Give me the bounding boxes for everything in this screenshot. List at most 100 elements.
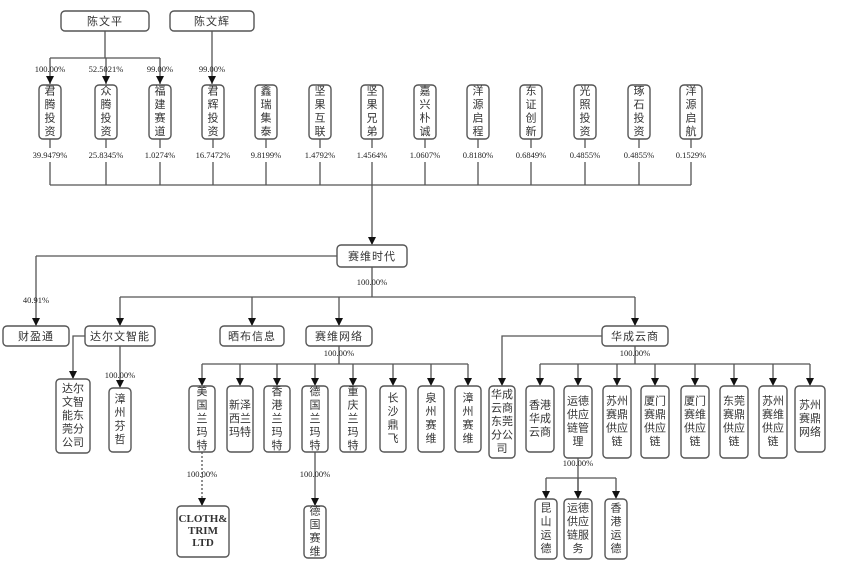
huacheng-child-box-label: 香港华成云商 <box>529 398 551 438</box>
huacheng-child-box-frame <box>758 385 788 459</box>
saiwei-network-child-box-frame <box>454 385 482 453</box>
shareholder-box[interactable]: 福建赛道 <box>148 84 172 140</box>
saiwei-network-child-box-label: 香港兰玛特 <box>272 385 283 452</box>
stake-pct-label: 1.4792% <box>305 150 335 160</box>
huacheng-child-box[interactable]: 运德供应链管理 <box>563 385 593 459</box>
arrow-head-icon <box>349 378 357 386</box>
saiwei-network-child-box[interactable]: 新泽西兰玛特 <box>226 385 254 453</box>
yunde-child-box-label: 香港运德 <box>611 502 622 556</box>
associate-caiyingtong-frame <box>2 325 70 347</box>
arrow-head-icon <box>574 491 582 499</box>
shareholder-box[interactable]: 君辉投资 <box>201 84 225 140</box>
huacheng-child-box-frame <box>525 385 555 453</box>
subsidiary-box[interactable]: 达尔文智能 <box>84 325 156 347</box>
huacheng-child-box[interactable]: 苏州赛维供应链 <box>758 385 788 459</box>
arrow-head-icon <box>631 318 639 326</box>
huacheng-child-box-label: 苏州赛鼎网络 <box>799 398 821 438</box>
shareholder-box-label: 东证创新 <box>526 85 537 139</box>
saiwei-network-child-box-frame <box>263 385 291 453</box>
shareholder-box[interactable]: 琢石投资 <box>627 84 651 140</box>
shareholder-box-label: 琢石投资 <box>634 85 645 139</box>
huacheng-child-box-frame <box>794 385 826 453</box>
connector-darwin-branch <box>72 335 85 378</box>
associate-caiyingtong[interactable]: 财盈通 <box>2 325 70 347</box>
shareholder-box[interactable]: 洋源启程 <box>466 84 490 140</box>
stake-pct-label: 9.8199% <box>251 150 281 160</box>
shareholder-box[interactable]: 君腾投资 <box>38 84 62 140</box>
arrow-head-icon <box>311 378 319 386</box>
huacheng-child-box[interactable]: 厦门赛维供应链 <box>680 385 710 459</box>
saiwei-network-child-box-label: 漳州赛维 <box>463 391 474 446</box>
huacheng-child-box-label: 厦门赛维供应链 <box>684 394 706 449</box>
saiwei-network-child-box[interactable]: 重庆兰玛特 <box>339 384 367 453</box>
shareholder-box-label: 坚果兄弟 <box>367 85 378 139</box>
holder-chen-wenhui[interactable]: 陈文辉 <box>169 10 255 32</box>
yunde-child-box-frame <box>604 498 628 560</box>
arrow-head-icon <box>613 378 621 386</box>
huacheng-child-box[interactable]: 苏州赛鼎供应链 <box>602 385 632 459</box>
shareholder-box-label: 洋源启航 <box>686 84 697 139</box>
germany-saiwei-box[interactable]: 德国赛维 <box>303 504 327 559</box>
arrow-head-icon <box>730 378 738 386</box>
saiwei-network-child-box[interactable]: 香港兰玛特 <box>263 385 291 453</box>
shareholder-box[interactable]: 鑫瑞集泰 <box>254 84 278 140</box>
arrow-head-icon <box>691 378 699 386</box>
saiwei-network-child-box-label: 重庆兰玛特 <box>348 384 359 452</box>
shareholder-box[interactable]: 洋源启航 <box>679 84 703 140</box>
saiwei-network-child-box[interactable]: 漳州赛维 <box>454 385 482 453</box>
darwin-child-pct-label: 100.00% <box>105 370 135 380</box>
huacheng-child-box[interactable]: 东莞赛鼎供应链 <box>719 385 749 459</box>
zhangzhou-fenzhe-box[interactable]: 漳州芬哲 <box>108 387 132 453</box>
shareholder-box-label: 嘉兴朴诚 <box>420 84 431 139</box>
saiwei-network-child-box[interactable]: 长沙鼎飞 <box>379 385 407 453</box>
stake-pct-label: 16.7472% <box>196 150 231 160</box>
arrow-head-icon <box>273 378 281 386</box>
huacheng-child-box[interactable]: 厦门赛鼎供应链 <box>640 385 670 459</box>
huacheng-child-box[interactable]: 香港华成云商 <box>525 385 555 453</box>
subsidiary-box[interactable]: 晒布信息 <box>219 325 285 347</box>
holder-pct-label: 99.00% <box>147 64 173 74</box>
yunde-child-box[interactable]: 昆山运德 <box>534 498 558 560</box>
huacheng-dongguan-branch-box-label: 华成云商东莞分公司 <box>491 387 513 455</box>
yunde-child-box-frame <box>563 498 593 560</box>
saiwei-network-child-box-label: 美国兰玛特 <box>197 385 208 452</box>
arrow-head-icon <box>536 378 544 386</box>
stake-pct-label: 0.8180% <box>463 150 493 160</box>
saiwei-network-child-box[interactable]: 德国兰玛特 <box>301 384 329 453</box>
zhangzhou-fenzhe-box-frame <box>108 387 132 453</box>
yunde-child-box[interactable]: 香港运德 <box>604 498 628 560</box>
arrow-head-icon <box>208 76 216 84</box>
shareholder-box-label: 君辉投资 <box>208 85 219 139</box>
saiwei-network-child-box-label: 德国兰玛特 <box>310 384 321 452</box>
huacheng-child-box-label: 苏州赛鼎供应链 <box>606 395 628 449</box>
subsidiary-box-label: 华成云商 <box>611 329 659 343</box>
huacheng-pct-label: 100.00% <box>620 348 650 358</box>
arrow-head-icon <box>156 76 164 84</box>
shareholder-box[interactable]: 东证创新 <box>519 84 543 140</box>
shareholder-box-label: 福建赛道 <box>155 84 166 139</box>
subsidiary-box[interactable]: 华成云商 <box>601 325 669 347</box>
saiwei-network-child-box[interactable]: 泉州赛维 <box>417 385 445 453</box>
huacheng-dongguan-branch-box[interactable]: 华成云商东莞分公司 <box>488 385 516 459</box>
saiwei-network-child-box[interactable]: 美国兰玛特 <box>188 385 216 453</box>
stake-pct-label: 25.8345% <box>89 150 124 160</box>
company-saiwei-shidai-label: 赛维时代 <box>348 249 396 263</box>
stake-pct-label: 0.4855% <box>624 150 654 160</box>
subsidiary-box[interactable]: 赛维网络 <box>305 325 373 347</box>
yunde-child-box[interactable]: 运德供应链服务 <box>563 498 593 560</box>
associate-caiyingtong-label: 财盈通 <box>18 329 54 343</box>
huacheng-child-box[interactable]: 苏州赛鼎网络 <box>794 385 826 453</box>
shareholder-box[interactable]: 光照投资 <box>573 84 597 140</box>
shareholder-box[interactable]: 众腾投资 <box>94 84 118 140</box>
shareholder-box[interactable]: 坚果兄弟 <box>360 84 384 140</box>
arrow-head-icon <box>542 491 550 499</box>
holder-chen-wenping[interactable]: 陈文平 <box>60 10 150 32</box>
shareholder-box[interactable]: 嘉兴朴诚 <box>413 84 437 140</box>
darwin-dongguan-branch-box[interactable]: 达尔文智能东莞分公司 <box>55 378 91 454</box>
darwin-dongguan-branch-box-label: 达尔文智能东莞分公司 <box>62 382 84 449</box>
arrow-head-icon <box>769 378 777 386</box>
company-saiwei-shidai[interactable]: 赛维时代 <box>336 244 408 268</box>
shareholder-box[interactable]: 坚果互联 <box>308 84 332 140</box>
